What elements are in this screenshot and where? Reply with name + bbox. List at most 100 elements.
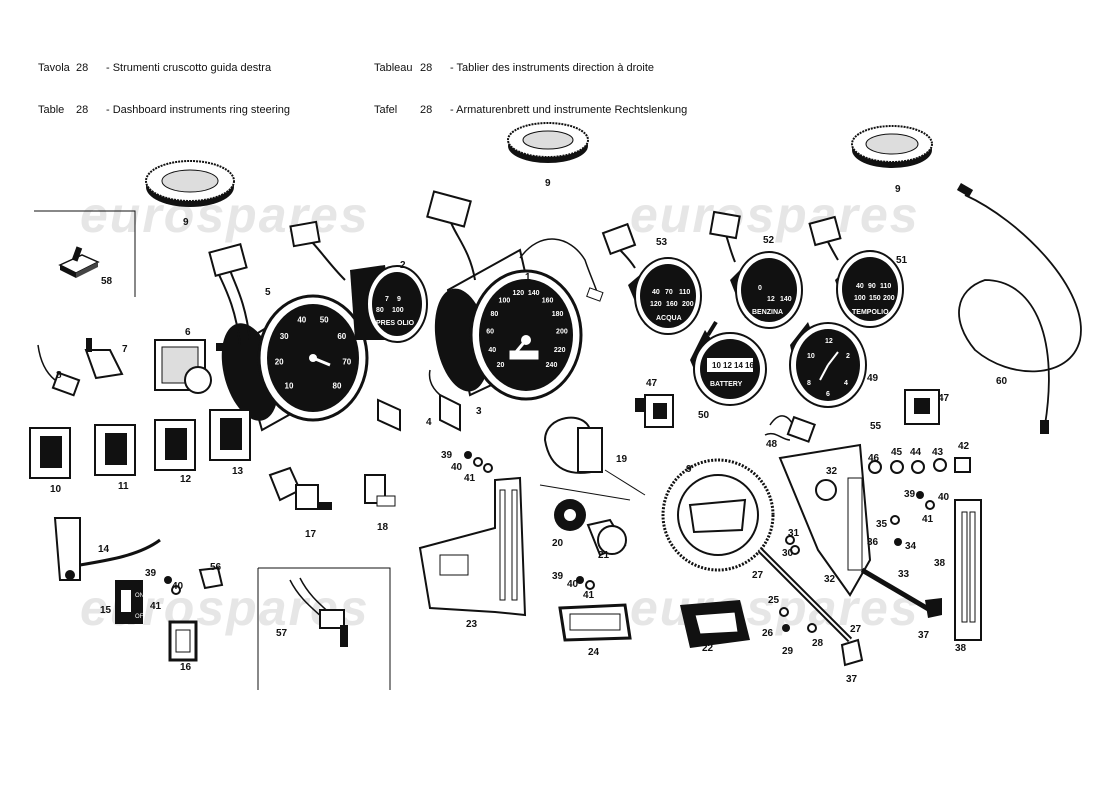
dial-numeral: 2 (846, 353, 850, 360)
callout-number: 41 (922, 514, 934, 525)
callout-number: 9 (686, 464, 692, 475)
push-button-6 (154, 339, 212, 394)
bracket-38 (954, 499, 982, 641)
dial-numeral: 10 (807, 353, 815, 360)
warning-light-47a (635, 394, 674, 428)
dial-numeral: 80 (376, 307, 384, 314)
dial-numeral: 40 (652, 289, 660, 296)
callout-number: 27 (752, 570, 764, 581)
callout-number: 32 (824, 574, 836, 585)
frame-16 (168, 620, 198, 662)
gauge-label: TEMPOLIO (852, 309, 889, 316)
switch-8 (37, 344, 81, 397)
callout-number: 41 (150, 601, 162, 612)
callout-number: 36 (867, 537, 879, 548)
callout-number: 34 (905, 541, 917, 552)
callout-number: 49 (867, 373, 879, 384)
callout-number: 22 (702, 643, 714, 654)
callout-number: 30 (782, 548, 794, 559)
bezel-ring-4 (661, 458, 775, 572)
callout-number: 39 (904, 489, 916, 500)
header-number: 28 (76, 62, 89, 74)
dial-numeral: 12 (825, 338, 833, 345)
header-title: - Dashboard instruments ring steering (106, 104, 291, 116)
dial-numeral: 12 (723, 361, 732, 370)
header-word: Tableau (374, 62, 413, 74)
lever-14 (53, 517, 161, 581)
callout-number: 21 (598, 550, 610, 561)
dial-numeral: 70 (342, 358, 351, 367)
callout-number: 47 (938, 393, 950, 404)
callout-number: 33 (898, 569, 910, 580)
warning-light-47b (904, 389, 940, 425)
callout-number: 16 (180, 662, 192, 673)
callout-number: 23 (466, 619, 478, 630)
callout-number: 42 (958, 441, 970, 452)
bezel-ring-1 (145, 160, 235, 207)
callout-number: 15 (100, 605, 112, 616)
callout-number: 29 (782, 646, 794, 657)
header-title: - Armaturenbrett und instrumente Rechtsl… (450, 104, 688, 116)
dial-numeral: 7 (385, 296, 389, 303)
callout-number: 41 (464, 473, 476, 484)
nut-20 (554, 499, 586, 531)
callout-number: 43 (932, 447, 944, 458)
dial-numeral: 60 (486, 329, 494, 336)
dial-numeral: 20 (497, 362, 505, 369)
dial-numeral: 6 (826, 391, 830, 398)
callout-number: 1 (525, 272, 531, 283)
callout-number: 44 (910, 447, 922, 458)
dial-numeral: 100 (392, 307, 404, 314)
dial-numeral: 16 (745, 361, 754, 370)
dial-numeral: 4 (844, 380, 848, 387)
gauge-label: ACQUA (656, 315, 682, 322)
header-title: - Strumenti cruscotto guida destra (106, 62, 272, 74)
callout-number: 39 (441, 450, 453, 461)
dial-numeral: 180 (552, 311, 564, 318)
bezel-ring-2 (507, 122, 589, 163)
callout-number: 31 (788, 528, 800, 539)
toggle-switch-18 (364, 474, 396, 507)
senders-3-4 (377, 369, 461, 432)
dial-numeral: 10 (712, 361, 721, 370)
dial-numeral: 120 (650, 301, 662, 308)
bracket-23 (418, 476, 527, 617)
dial-numeral: 100 (499, 297, 511, 304)
callout-number: 40 (172, 581, 184, 592)
dial-numeral: 120 (512, 290, 524, 297)
sender-48 (764, 415, 816, 443)
switch-off-label: OF (135, 614, 144, 620)
callout-number: 50 (698, 410, 710, 421)
callout-number: 28 (812, 638, 824, 649)
callout-number: 13 (232, 466, 244, 477)
callout-number: 3 (476, 406, 482, 417)
callout-number: 6 (185, 327, 191, 338)
dial-numeral: 200 (556, 329, 568, 336)
dial-numeral: 150 (869, 295, 881, 302)
header-number: 28 (420, 62, 433, 74)
callout-number: 45 (891, 447, 903, 458)
dial-numeral: 60 (337, 332, 346, 341)
dial-numeral: 200 (883, 295, 895, 302)
dial-numeral: 80 (491, 311, 499, 318)
small-hardware (164, 451, 935, 633)
clock-gauge: 12 2 4 6 8 10 (789, 322, 867, 408)
dial-numeral: 9 (397, 296, 401, 303)
callout-number: 55 (870, 421, 882, 432)
dial-numeral: 110 (880, 283, 891, 290)
callout-number: 11 (118, 481, 129, 492)
dial-numeral: 240 (546, 362, 558, 369)
callout-number: 40 (451, 462, 463, 473)
header-word: Tavola (38, 62, 70, 74)
toggle-switch-17 (268, 466, 332, 510)
callout-number: 26 (762, 628, 774, 639)
speedo-cable-60 (956, 183, 1082, 434)
rocker-switch-11 (94, 424, 136, 476)
switch-7 (84, 338, 124, 380)
